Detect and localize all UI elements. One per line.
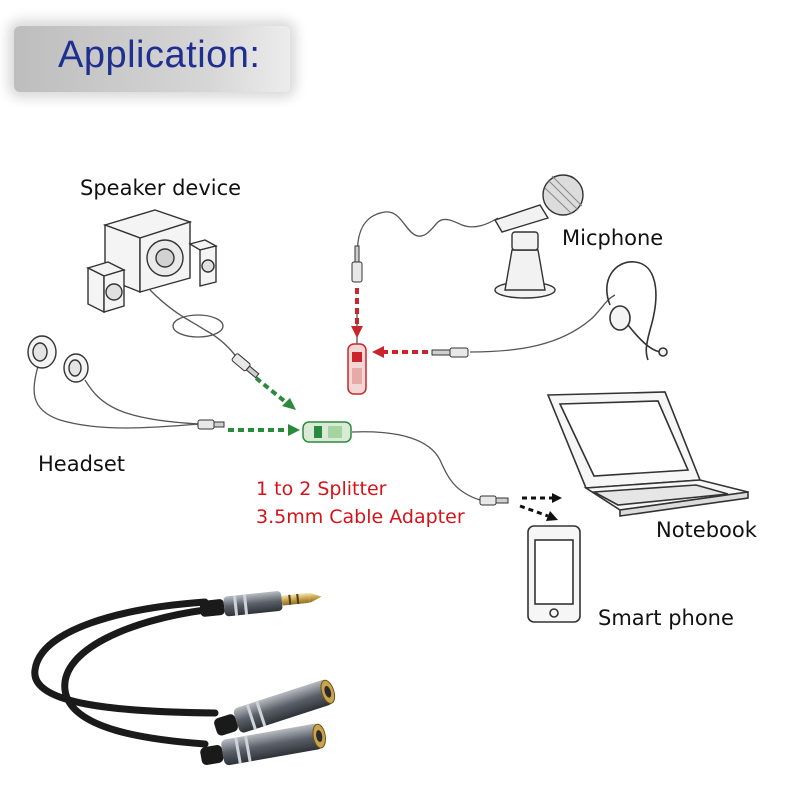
label-splitter-line2: 3.5mm Cable Adapter: [256, 506, 465, 528]
black-arrows: [519, 496, 552, 518]
splitter-green-plug: [302, 421, 352, 443]
page-title: Application:: [58, 34, 261, 76]
headset-icon: [606, 261, 668, 361]
label-speaker-device: Speaker device: [80, 176, 242, 200]
label-splitter-line1: 1 to 2 Splitter: [256, 478, 387, 500]
green-arrows: [228, 376, 292, 432]
speaker-icon: [86, 209, 218, 314]
splitter-red-plug: [347, 343, 367, 395]
earphone-icon: [27, 335, 89, 383]
label-notebook: Notebook: [656, 518, 757, 542]
smartphone-icon: [527, 525, 581, 623]
label-headset: Headset: [38, 452, 126, 476]
laptop-icon: [546, 391, 749, 517]
microphone-icon: [493, 174, 584, 299]
red-arrows: [355, 288, 428, 354]
title-banner: [14, 26, 290, 92]
label-micphone: Micphone: [562, 226, 664, 250]
label-smart-phone: Smart phone: [598, 606, 734, 630]
splitter-cable-photo: [31, 591, 336, 766]
